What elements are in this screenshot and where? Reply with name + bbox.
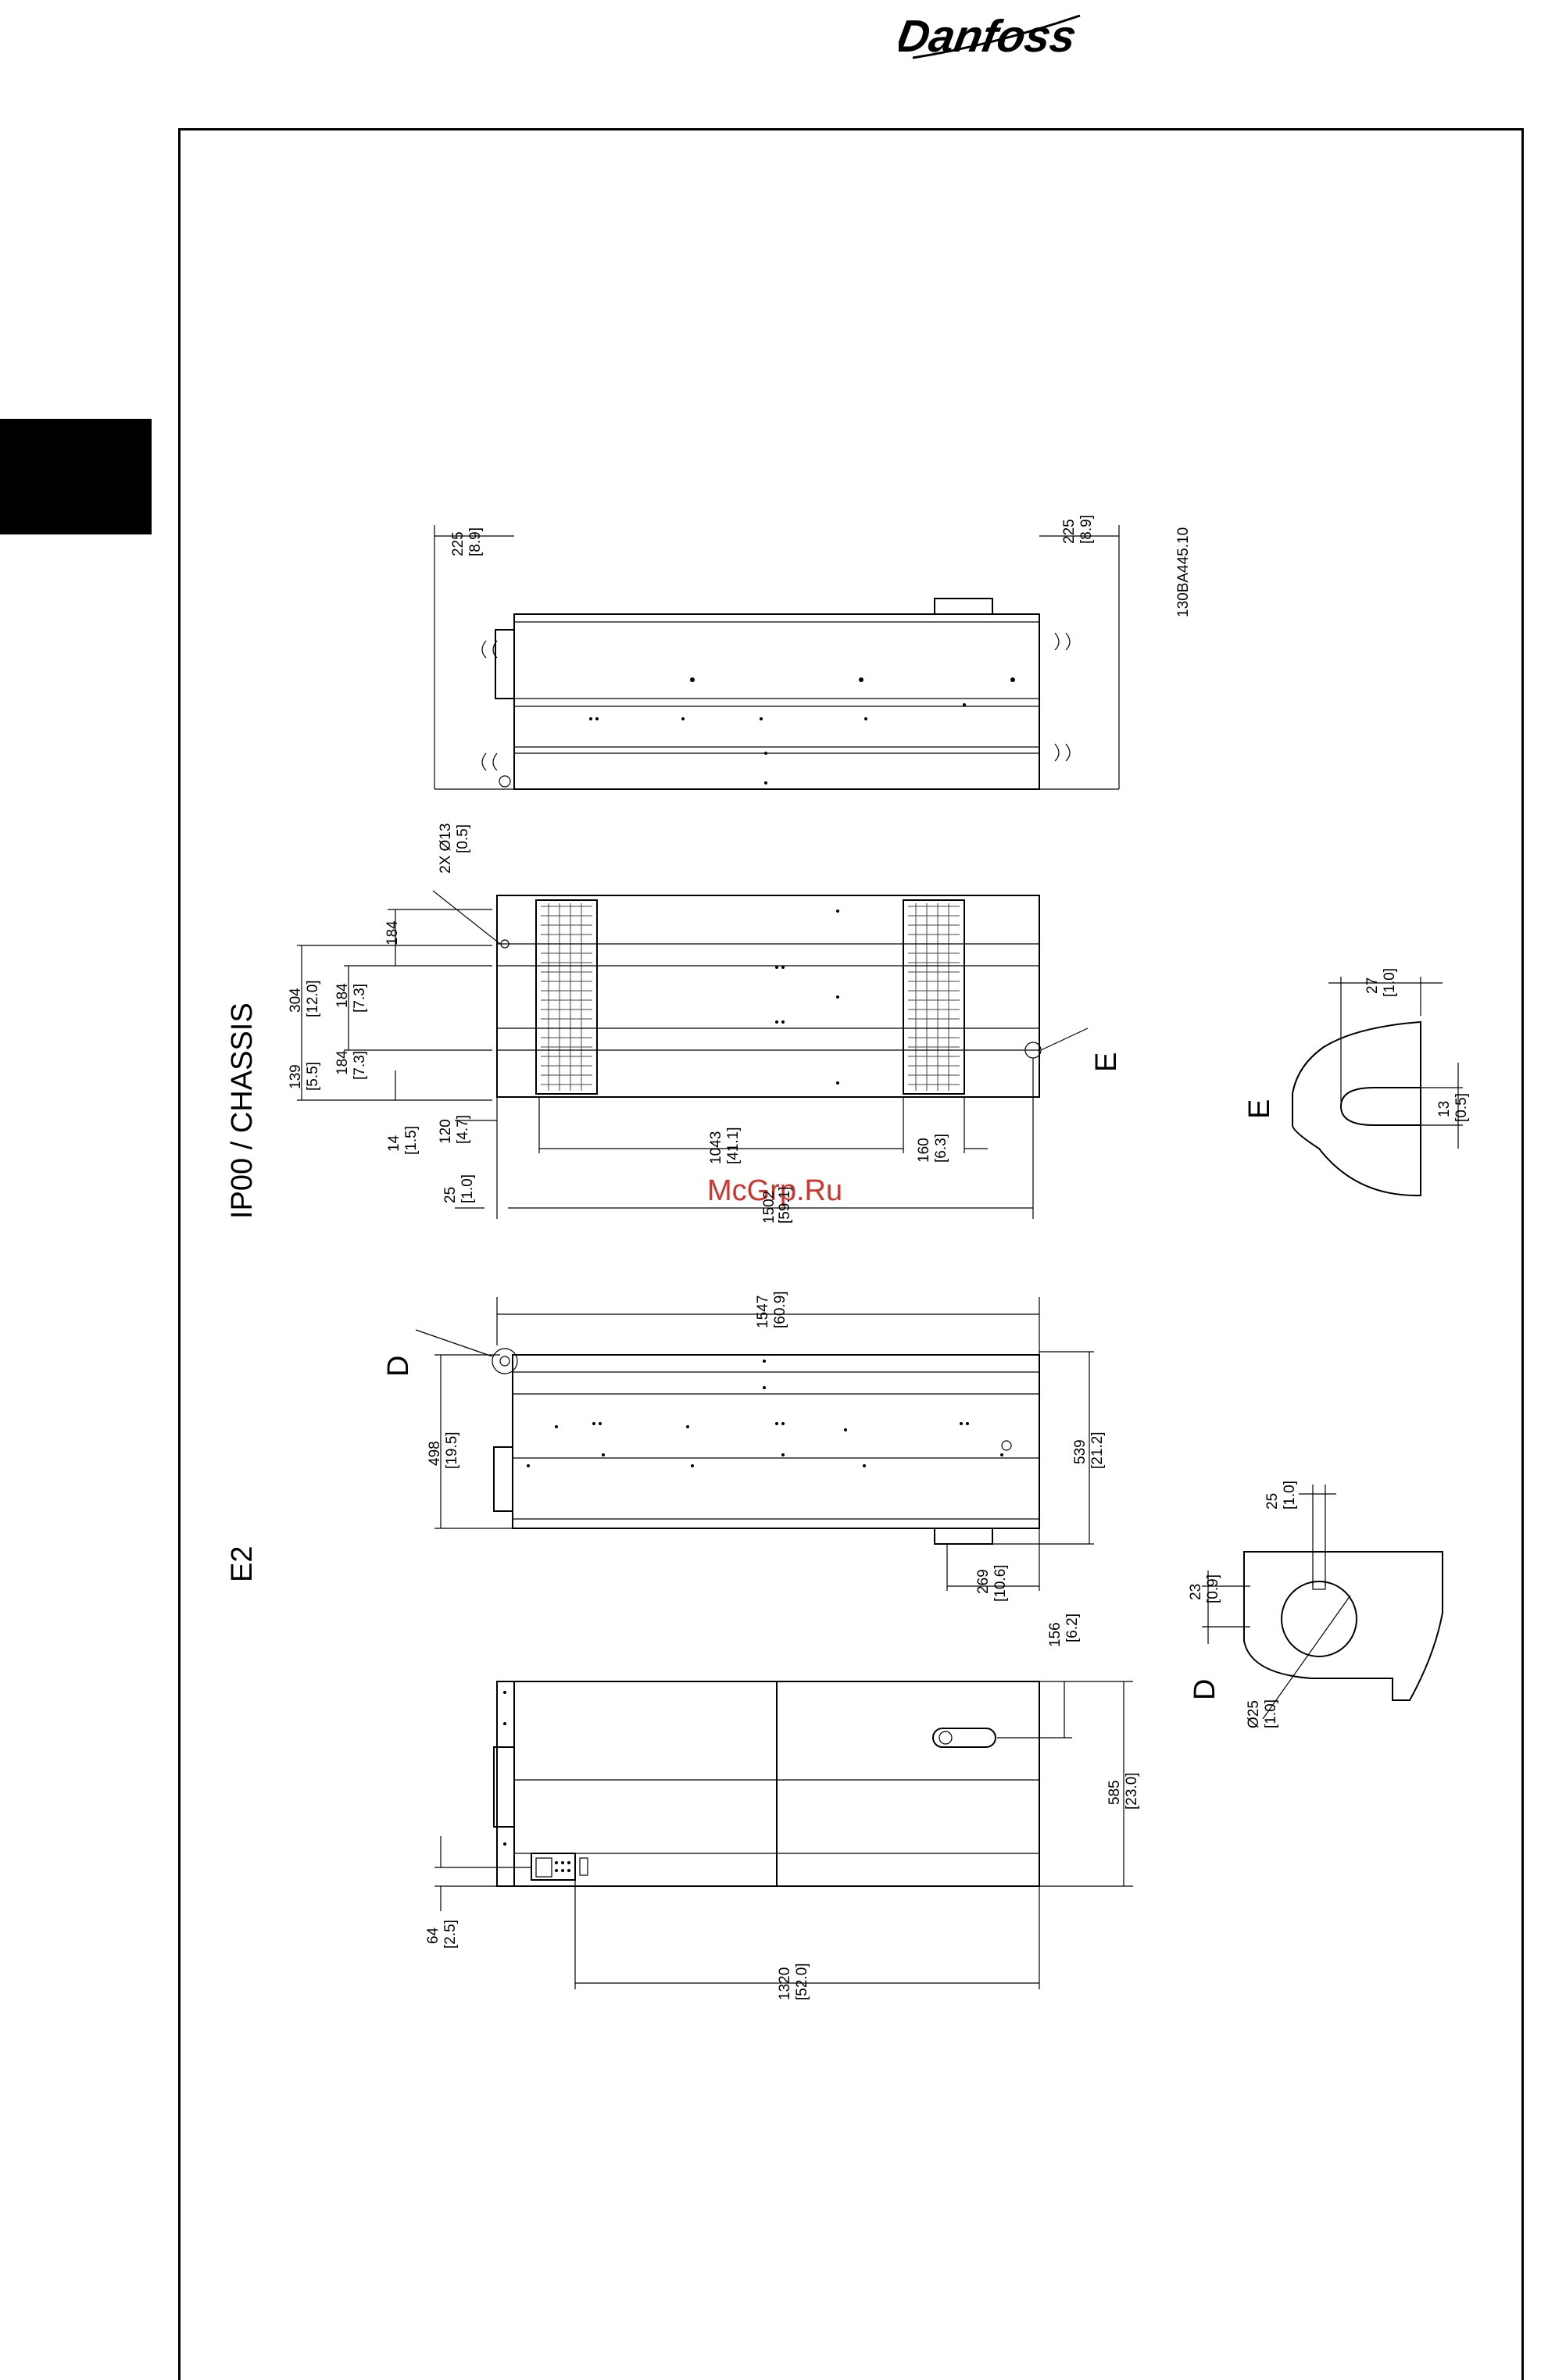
dim-label: [10.6]	[992, 1564, 1009, 1602]
dim-label: 1547	[755, 1295, 771, 1328]
dim-label: [1.5]	[403, 1126, 420, 1155]
dim-label: [1.0]	[1263, 1699, 1279, 1728]
drawing-id: 130BA445.10	[1175, 527, 1192, 617]
dim-label: [1.0]	[1282, 1481, 1298, 1510]
detail-e: 27 [1.0] 13 [0.5] E	[1243, 968, 1470, 1197]
dim-label: 1320	[777, 1967, 793, 2000]
dim-label: [6.3]	[933, 1134, 949, 1163]
dim-label: [6.2]	[1064, 1613, 1081, 1642]
detail-e-title: E	[1243, 1099, 1276, 1119]
dim-label: [60.9]	[772, 1291, 788, 1328]
dim-label: 184	[334, 1050, 351, 1075]
detail-e-callout: E	[1090, 1052, 1123, 1072]
dim-label: 25	[442, 1187, 459, 1203]
detail-d-callout: D	[382, 1356, 415, 1377]
front-view: 156 [6.2] 585 [23.0] 64 [2.5] 1320 [52.0…	[425, 1613, 1140, 2000]
dim-label: [7.3]	[352, 1051, 368, 1080]
frame-size-label: E2	[226, 1546, 259, 1582]
dim-label: 139	[288, 1064, 304, 1089]
logo-text: Danfoss	[899, 11, 1080, 62]
dim-label: [12.0]	[305, 980, 321, 1017]
danfoss-logo: Danfoss	[892, 0, 1086, 70]
dim-label: 27	[1364, 977, 1381, 994]
dim-label: [41.1]	[725, 1127, 742, 1164]
top-view: 225 [8.9] 225 [8.9]	[434, 515, 1120, 790]
dim-label: 14	[386, 1135, 402, 1152]
dim-label: [4.7]	[455, 1115, 471, 1144]
dim-label: [52.0]	[794, 1963, 810, 2000]
dim-label: [7.3]	[352, 984, 368, 1013]
dim-label: 225	[1061, 519, 1078, 544]
dim-label: 1502	[761, 1191, 778, 1224]
dim-label: [2.5]	[442, 1920, 459, 1949]
dim-label: 120	[438, 1119, 454, 1144]
dim-label: [1.0]	[1382, 968, 1398, 997]
back-view: 2X Ø13 [0.5] 184 304 [12.0] 184 [7.3] 18…	[288, 824, 1123, 1224]
dim-label: 156	[1047, 1622, 1064, 1647]
dim-label: 539	[1072, 1439, 1089, 1464]
dim-label: 13	[1436, 1101, 1453, 1117]
dim-label: [0.9]	[1205, 1574, 1221, 1603]
dim-label: 23	[1188, 1584, 1204, 1600]
dim-label: 304	[288, 988, 304, 1013]
watermark: McGrp.Ru	[707, 1174, 842, 1207]
dim-label: 64	[425, 1927, 442, 1944]
dim-label: [21.2]	[1089, 1431, 1106, 1469]
dim-label: 160	[916, 1138, 932, 1163]
dim-label: 225	[450, 531, 467, 556]
dim-label: Ø25	[1246, 1700, 1262, 1728]
dim-label: 184	[384, 920, 401, 945]
dim-label: [19.5]	[444, 1431, 460, 1469]
dim-label: [8.9]	[1078, 515, 1095, 544]
dim-label: [5.5]	[305, 1062, 321, 1091]
dim-label: [1.0]	[459, 1174, 476, 1203]
chassis-heading: IP00 / CHASSIS	[226, 1002, 259, 1219]
dim-label: [8.9]	[467, 527, 484, 556]
drawing-frame	[178, 128, 1524, 2380]
dim-label: [0.5]	[1453, 1093, 1470, 1122]
dim-label: 184	[334, 983, 351, 1008]
detail-d-title: D	[1189, 1679, 1221, 1700]
dim-label: 1043	[708, 1131, 724, 1164]
chapter-tab	[0, 419, 152, 534]
dim-label: [23.0]	[1124, 1772, 1140, 1810]
dim-label: 585	[1107, 1780, 1123, 1805]
hole-callout-in: [0.5]	[455, 824, 471, 853]
dim-label: 25	[1264, 1493, 1281, 1510]
side-view: 1547 [60.9] 498 [19.5] 539 [21.2] 269 [1…	[382, 1291, 1106, 1602]
dim-label: 269	[975, 1569, 992, 1594]
dim-label: [59.1]	[777, 1186, 793, 1224]
hole-callout: 2X Ø13	[438, 824, 454, 874]
detail-d: 25 [1.0] 23 [0.9] Ø25 [1.0] D	[1188, 1481, 1443, 1728]
dim-label: 498	[427, 1441, 443, 1466]
